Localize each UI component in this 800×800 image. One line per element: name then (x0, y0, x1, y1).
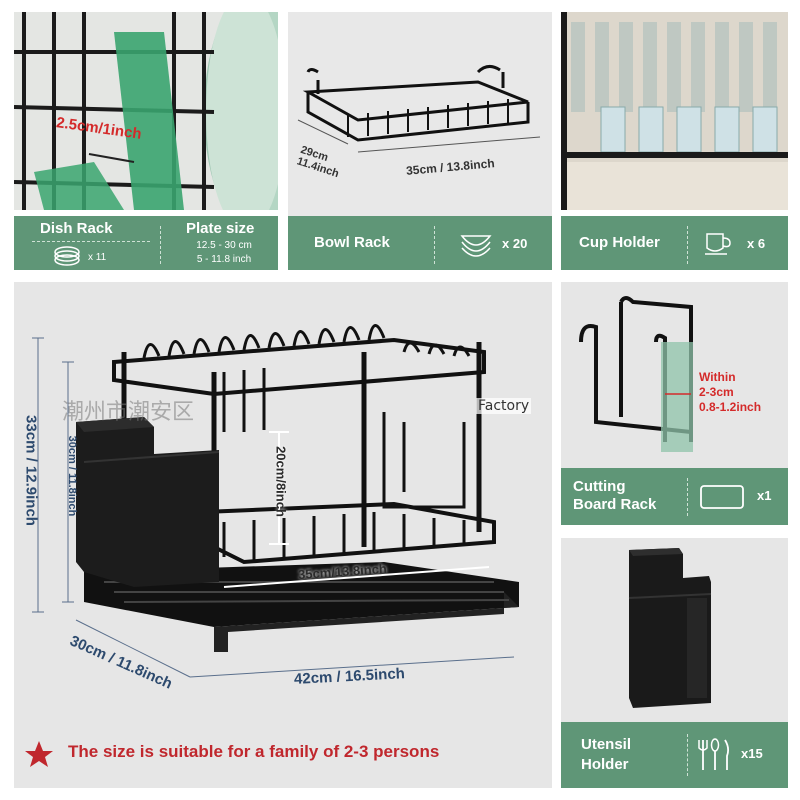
utensil-holder-illustration (628, 548, 712, 708)
footer-note-text: The size is suitable for a family of 2-3… (68, 742, 440, 761)
vertical-divider (434, 226, 435, 264)
tier-gap-label: 20cm/8inch (273, 446, 289, 517)
plate-stack-icon (54, 246, 80, 266)
watermark-text: 潮州市潮安区 (62, 400, 195, 425)
dish-rack-panel: 2.5cm/1inch Dish Rack x 11 Plate size 12… (14, 12, 278, 270)
utensil-holder-info-bar: Utensil Holder x15 (561, 722, 788, 788)
cup-holder-title: Cup Holder (579, 234, 660, 251)
utensil-holder-title-1: Utensil (581, 736, 632, 753)
dish-rack-photo: 2.5cm/1inch (14, 12, 278, 210)
bowl-stack-icon (460, 235, 492, 257)
main-rack-panel: 33cm / 12.9inch 30cm / 11.8inch 20cm/8in… (14, 282, 552, 788)
cutting-board-illustration (579, 296, 693, 452)
cutting-board-panel: Within 2-3cm 0.8-1.2inch Cutting Board R… (561, 282, 788, 525)
within-inch: 0.8-1.2inch (699, 400, 762, 414)
bowl-rack-panel: 29cm 11.4inch 35cm / 13.8inch Bowl Rack … (288, 12, 552, 270)
bowl-rack-count: x 20 (502, 236, 528, 251)
cup-holder-panel: Cup Holder x 6 (561, 12, 788, 270)
utensil-holder-title-2: Holder (581, 756, 629, 773)
footer-note-bar: The size is suitable for a family of 2-3… (14, 732, 552, 772)
cutting-board-title-2: Board Rack (573, 496, 657, 513)
cup-holder-count: x 6 (747, 236, 766, 251)
total-height-label: 33cm / 12.9inch (22, 415, 40, 526)
bowl-rack-info-bar: Bowl Rack x 20 (288, 216, 552, 270)
bowl-rack-illustration (297, 65, 541, 153)
within-value: 2-3cm (699, 385, 734, 399)
cutting-board-icon (700, 485, 744, 509)
utensil-holder-panel: Utensil Holder x15 (561, 538, 788, 788)
vertical-divider (687, 226, 688, 264)
cup-icon (705, 233, 731, 255)
star-icon (25, 741, 53, 767)
bowl-rack-title: Bowl Rack (314, 234, 390, 251)
vertical-divider (160, 226, 161, 264)
holder-height-label: 30cm / 11.8inch (66, 435, 78, 517)
cup-holder-illustration (561, 12, 788, 210)
utensil-holder-count: x15 (741, 746, 763, 761)
cutting-board-count: x1 (757, 488, 772, 503)
cutting-board-info-bar: Cutting Board Rack x1 (561, 468, 788, 525)
vertical-divider (687, 734, 688, 776)
within-label: Within (699, 370, 736, 384)
cutting-board-title-1: Cutting (573, 478, 626, 495)
dish-rack-info-bar: Dish Rack x 11 Plate size 12.5 - 30 cm 5… (14, 216, 278, 270)
vertical-divider (687, 478, 688, 516)
dish-rack-title: Dish Rack (40, 220, 113, 237)
cutlery-icon (698, 738, 730, 770)
plate-size-title: Plate size (186, 220, 255, 237)
divider-line (32, 241, 150, 242)
main-rack-illustration (32, 324, 519, 678)
dish-rack-illustration (14, 12, 278, 210)
cup-holder-info-bar: Cup Holder x 6 (561, 216, 788, 270)
watermark-factory: Factory (476, 398, 532, 414)
plate-size-inch: 5 - 11.8 inch (196, 254, 252, 265)
plate-size-cm: 12.5 - 30 cm (196, 240, 252, 251)
dish-rack-count: x 11 (88, 252, 107, 263)
